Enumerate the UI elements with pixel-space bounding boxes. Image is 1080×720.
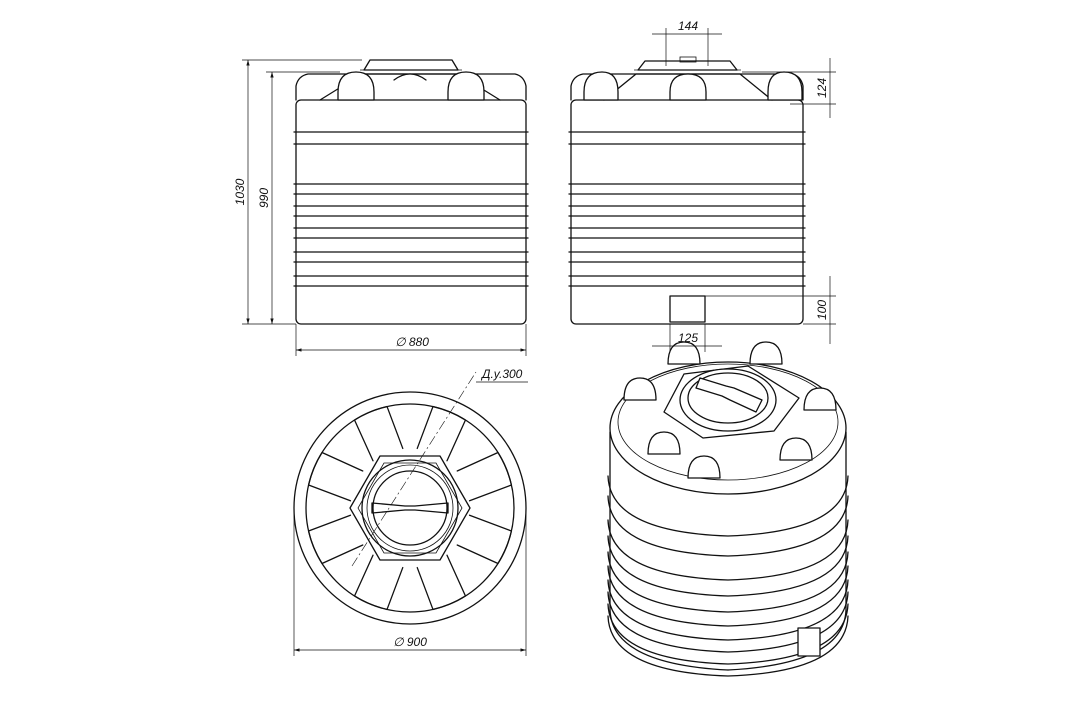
front-view xyxy=(293,59,529,325)
dimensions: 1030 990 ∅ 880 144 124 100 125 xyxy=(233,19,836,656)
side-view-lug-left xyxy=(583,71,619,101)
iso-rib xyxy=(607,579,849,641)
top-view-hatch-lid xyxy=(372,470,448,546)
iso-rib xyxy=(607,475,849,537)
front-view-body xyxy=(295,99,527,325)
top-view-spoke xyxy=(416,405,467,462)
top-view-spokes xyxy=(307,405,513,611)
iso-outlet xyxy=(797,627,821,657)
top-view-spoke xyxy=(456,451,513,502)
iso-lug xyxy=(667,341,701,365)
isometric-view xyxy=(607,341,849,677)
top-view xyxy=(293,371,527,625)
front-view-lug-right xyxy=(447,71,485,101)
top-view-hexagon-inner xyxy=(357,462,463,554)
side-view-ribs xyxy=(568,131,806,287)
side-view-lug-right xyxy=(767,71,803,101)
top-view-lid-handle xyxy=(371,502,449,514)
top-view-hexagon xyxy=(349,455,471,561)
iso-rib xyxy=(607,565,849,627)
top-view-spoke xyxy=(456,514,513,565)
dim-hatch-size: Д.у.300 xyxy=(480,367,523,381)
dim-overall-height: 1030 xyxy=(233,178,247,205)
dim-top-diameter: ∅ 900 xyxy=(393,635,427,649)
dim-body-height: 990 xyxy=(257,188,271,208)
front-view-lug-center xyxy=(393,73,427,81)
dim-lid-width: 144 xyxy=(678,19,698,33)
top-view-spoke xyxy=(416,554,467,611)
top-view-spoke xyxy=(353,554,404,611)
iso-lug xyxy=(647,431,681,455)
top-view-inner-circle xyxy=(305,403,515,613)
top-view-spoke xyxy=(353,405,404,462)
iso-rib xyxy=(607,591,849,653)
iso-rib xyxy=(607,519,849,581)
top-view-spoke xyxy=(307,514,364,565)
iso-top-lugs xyxy=(623,341,837,479)
iso-rib xyxy=(607,495,849,557)
iso-lug xyxy=(623,377,657,401)
top-view-hatch-ring xyxy=(361,459,459,557)
dim-side-diameter: ∅ 880 xyxy=(395,335,429,349)
front-view-ribs xyxy=(293,131,529,287)
side-view-body xyxy=(570,99,804,325)
front-view-lid xyxy=(363,59,459,71)
dim-lid-height: 124 xyxy=(815,78,829,98)
iso-lid-handle xyxy=(695,377,763,413)
iso-lug xyxy=(749,341,783,365)
iso-hatch-lid xyxy=(687,372,769,424)
top-view-hatch-ring-inner xyxy=(366,464,454,552)
side-view-lug-center xyxy=(669,73,707,101)
iso-lug xyxy=(779,437,813,461)
dim-outlet-width: 125 xyxy=(678,331,698,345)
iso-lug xyxy=(687,455,721,479)
iso-lug xyxy=(803,387,837,411)
iso-rib xyxy=(607,615,849,677)
top-view-spoke xyxy=(307,451,364,502)
iso-rib xyxy=(607,535,849,597)
side-view xyxy=(568,56,806,325)
iso-body-side-left xyxy=(609,431,729,671)
iso-shoulder-ring-inner xyxy=(617,363,839,481)
side-view-lid-knob xyxy=(679,56,697,63)
iso-rib xyxy=(607,551,849,613)
side-view-outlet xyxy=(669,295,706,323)
iso-rib xyxy=(607,603,849,665)
top-view-centerline xyxy=(351,371,477,567)
dim-outlet-height: 100 xyxy=(815,300,829,320)
iso-body-ribs xyxy=(607,475,849,677)
front-view-lug-left xyxy=(337,71,375,101)
